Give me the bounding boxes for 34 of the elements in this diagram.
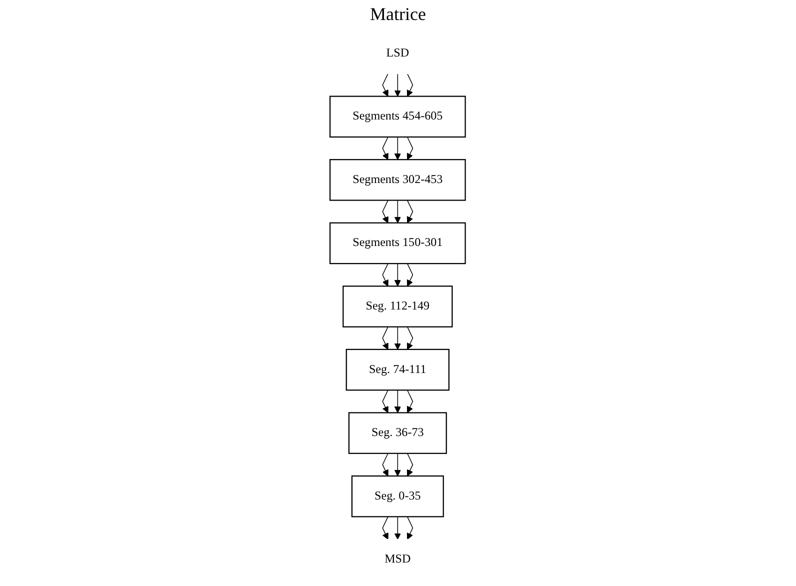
arrow	[382, 200, 389, 224]
arrow	[407, 200, 414, 224]
node-box: Segments 302-453	[330, 159, 466, 201]
node-box: Segments 454-605	[330, 96, 466, 138]
node-box: Seg. 74-111	[346, 348, 450, 391]
diagram-title: Matrice	[370, 4, 426, 25]
arrow	[394, 516, 402, 540]
arrow	[407, 326, 414, 350]
node-box: Seg. 112-149	[342, 286, 454, 328]
arrow	[382, 390, 389, 414]
arrow	[394, 263, 402, 286]
arrow	[407, 390, 414, 414]
arrow	[394, 326, 402, 350]
node-box: Segments 150-301	[330, 222, 466, 264]
arrow	[382, 73, 389, 97]
arrow	[394, 453, 402, 476]
arrow	[407, 136, 414, 160]
arrow	[382, 263, 389, 286]
node-box: Seg. 36-73	[348, 412, 448, 454]
arrow	[407, 516, 414, 540]
arrow	[382, 453, 389, 476]
arrow	[394, 200, 402, 224]
arrow	[394, 136, 402, 160]
arrow	[407, 453, 414, 476]
arrow	[407, 73, 414, 97]
arrow	[382, 136, 389, 160]
arrow	[394, 390, 402, 414]
node-text: MSD	[384, 552, 412, 566]
arrow	[382, 326, 389, 350]
node-box: Seg. 0-35	[352, 475, 444, 518]
arrow	[382, 516, 389, 540]
arrow	[407, 263, 414, 286]
node-text: LSD	[386, 46, 410, 60]
arrow	[394, 73, 402, 97]
